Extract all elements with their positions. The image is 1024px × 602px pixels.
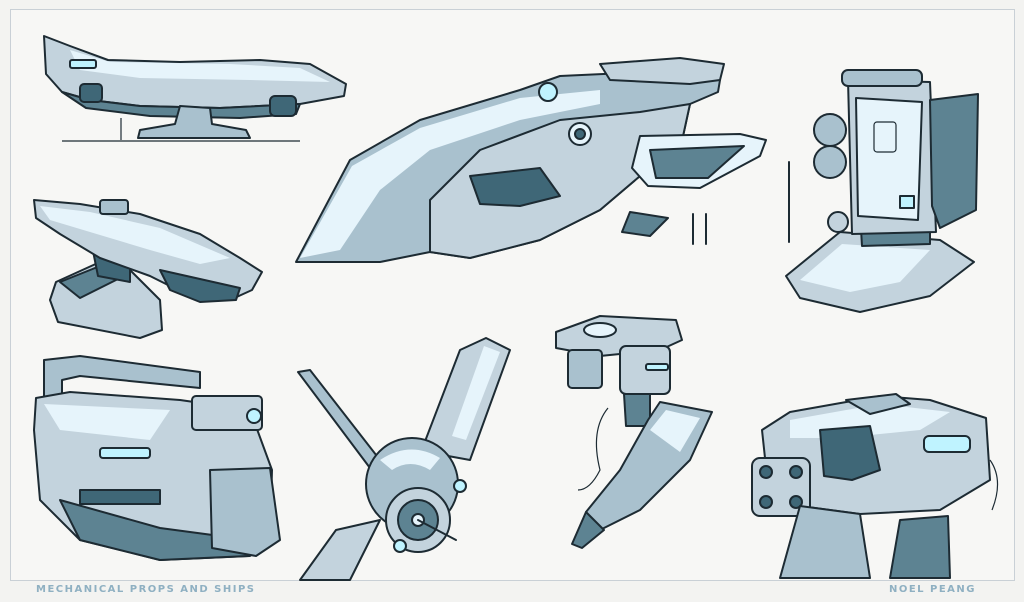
sheet-footer: Mechanical props and ships Noel Peang (0, 584, 1024, 600)
sheet-title: Mechanical props and ships (36, 584, 256, 595)
hover-ship-side-view (43, 35, 347, 142)
artist-signature: Noel Peang (888, 584, 976, 595)
docking-pod-with-landing-pad (785, 69, 979, 313)
handheld-device-carry-handle (33, 355, 281, 561)
articulated-robot-arm (555, 315, 713, 549)
blaster-pistol-front-view (751, 393, 999, 579)
rotor-drone-propeller (297, 337, 511, 581)
hover-ship-three-quarter (295, 57, 767, 263)
long-rifle-on-stand (33, 199, 263, 339)
